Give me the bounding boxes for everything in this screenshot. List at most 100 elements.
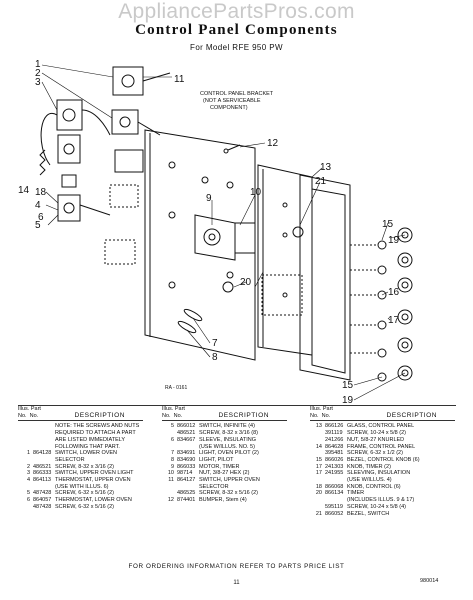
bumper [223, 144, 241, 154]
callout-16: 16 [388, 287, 400, 298]
part-number: 864113 [33, 477, 51, 484]
part-description: ARE LISTED IMMEDIATELY [55, 436, 126, 443]
part-number [177, 484, 199, 491]
parts-row: REQUIRED TO ATTACH A PART [18, 430, 143, 437]
pilot-lights [177, 308, 203, 334]
illus-number: 3 [26, 470, 30, 477]
illus-number: 13 [315, 423, 322, 430]
illus-number: 20 [315, 490, 322, 497]
page-title: Control Panel Components [135, 22, 338, 38]
illus-number [18, 437, 33, 444]
part-number: 864057 [33, 497, 52, 504]
illus-number [18, 504, 33, 511]
bracket-note-line1: CONTROL PANEL BRACKET [200, 91, 274, 97]
callout-20: 20 [240, 277, 252, 288]
part-description: SWITCH, UPPER OVEN LIGHT [55, 470, 134, 477]
part-number: 864628 [325, 443, 344, 450]
part-number [33, 430, 55, 437]
illus-number [18, 423, 33, 430]
figure-id: RA - 0161 [165, 385, 187, 391]
callout-11: 11 [174, 74, 185, 85]
part-description: REQUIRED TO ATTACH A PART [55, 430, 136, 437]
illus-number [310, 450, 325, 457]
part-number: 241303 [325, 463, 344, 470]
part-number [33, 423, 55, 430]
illus-number: 11 [168, 477, 174, 484]
illus-number: 6 [170, 436, 174, 443]
parts-row: 595119 SCREW, 10-24 x 5/8 (4) [310, 504, 455, 511]
control-panel-frame [257, 164, 313, 356]
illus-number: 21 [315, 510, 322, 517]
part-description: SLEEVING, INSULATION [347, 470, 411, 477]
callout-19: 19 [388, 235, 400, 246]
part-description: SWITCH, LOWER OVEN [55, 450, 118, 457]
part-number: 864127 [177, 477, 196, 484]
bracket-note: CONTROL PANEL BRACKET (NOT A SERVICEABLE… [200, 91, 274, 111]
callout-15: 15 [382, 219, 394, 230]
part-number: 866052 [325, 510, 344, 517]
part-number [177, 444, 199, 451]
part-number: 866126 [325, 423, 344, 430]
part-description: (INCLUDES ILLUS. 9 & 17) [347, 497, 415, 504]
part-number: 866012 [177, 423, 196, 430]
part-number: 241955 [325, 470, 344, 477]
infinite-switch [57, 174, 111, 222]
part-description: (USE W/ILLUS. NO. 5) [199, 443, 255, 450]
part-description: GLASS, CONTROL PANEL [347, 423, 415, 430]
callout-10: 10 [250, 187, 262, 198]
illus-number [18, 484, 33, 491]
callout-7: 7 [212, 338, 218, 349]
table-top-rule [18, 405, 456, 406]
part-number [33, 444, 55, 451]
illus-number: 6 [26, 497, 30, 504]
illus-number [18, 444, 33, 451]
part-number: 241266 [325, 436, 344, 443]
callout-21: 21 [315, 176, 327, 187]
part-description: FRAME, CONTROL PANEL [347, 443, 416, 450]
part-description: KNOB, TIMER (2) [347, 463, 391, 470]
control-knobs [350, 227, 413, 382]
oven-light-switch [111, 109, 161, 136]
callout-numbers: 1 2 3 11 12 13 21 10 9 14 18 4 5 6 20 15… [18, 59, 400, 405]
illus-number [162, 484, 177, 491]
callout-17: 17 [388, 315, 400, 326]
illus-number: 5 [170, 423, 174, 430]
part-description: SCREW, 10-24 x 5/8 (4) [347, 503, 406, 510]
illus-number [310, 497, 325, 504]
page-number: 11 [233, 580, 240, 586]
illus-number [310, 437, 325, 444]
illus-number: 15 [315, 456, 322, 463]
part-description: NUT, 5/8-27 KNURLED [347, 436, 405, 443]
part-number: 866068 [325, 483, 344, 490]
part-number: 834690 [177, 456, 196, 463]
part-number: 595119 [325, 503, 343, 510]
illus-number [310, 430, 325, 437]
bracket-note-line3: COMPONENT) [210, 105, 248, 111]
part-number: 866026 [325, 456, 344, 463]
part-description: SCREW, 8-32 x 3/16 (2) [55, 463, 114, 470]
illus-number: 9 [170, 463, 174, 470]
lower-oven-thermostat [39, 134, 81, 176]
callout-18: 18 [35, 187, 47, 198]
